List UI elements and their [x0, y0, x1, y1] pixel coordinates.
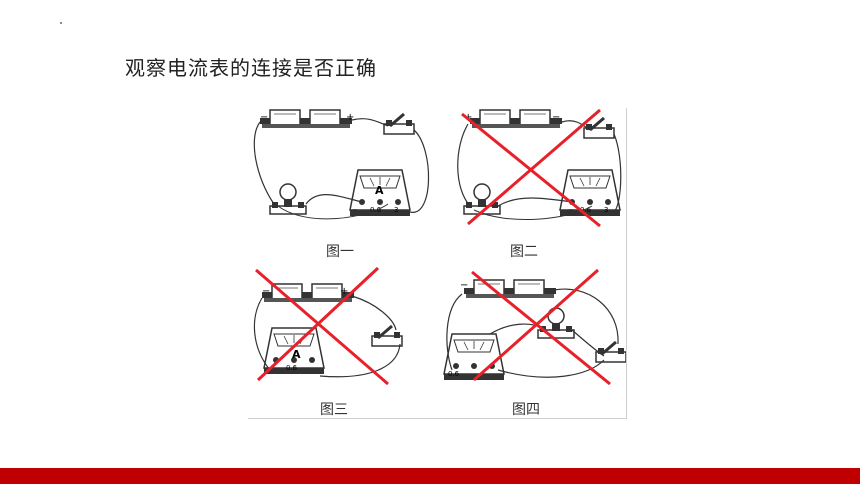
battery-2 — [469, 109, 563, 129]
terminal-minus-label: − — [352, 206, 358, 214]
bulb-4 — [537, 307, 575, 339]
cross-mark-4 — [471, 268, 611, 386]
battery-plus-label: + — [340, 286, 348, 297]
ammeter-letter: A — [292, 348, 301, 361]
accent-bar — [0, 468, 860, 484]
page-title: 观察电流表的连接是否正确 — [125, 56, 377, 80]
battery-minus-label: − — [262, 286, 270, 297]
switch-1 — [382, 112, 416, 136]
bulb-1 — [269, 183, 307, 215]
ammeter-letter: A — [375, 184, 384, 197]
caption-figure-2: 图二 — [510, 244, 538, 260]
terminal-3-label: 3 — [604, 206, 608, 214]
battery-4 — [463, 279, 557, 299]
battery-plus-label: + — [346, 112, 354, 123]
caption-figure-3: 图三 — [320, 402, 348, 418]
cross-mark-2 — [461, 108, 601, 228]
figure-1: − + A − 0.6 3 图一 — [253, 109, 430, 260]
terminal-06-label: 0.6 — [286, 364, 298, 372]
caption-figure-1: 图一 — [326, 244, 354, 260]
battery-1 — [259, 109, 353, 129]
figure-3: − + A 0.6 图三 — [253, 266, 404, 418]
decorative-dot — [60, 22, 62, 24]
bulb-2 — [463, 183, 501, 215]
switch-4 — [594, 340, 626, 364]
battery-minus-label: − — [260, 112, 268, 123]
switch-3 — [370, 324, 404, 348]
circuit-figure: − + A − 0.6 3 图一 + − − 0.6 3 图二 — [253, 108, 626, 418]
battery-minus-label: − — [460, 280, 468, 291]
figure-frame — [248, 108, 627, 419]
cross-mark-3 — [255, 266, 389, 386]
battery-minus-label: − — [552, 112, 560, 123]
terminal-minus-label: − — [568, 206, 574, 214]
figure-2: + − − 0.6 3 图二 — [457, 108, 622, 260]
caption-figure-4: 图四 — [512, 402, 540, 418]
figure-4: − 0.6 图四 — [443, 268, 626, 418]
terminal-06-label: 0.6 — [580, 206, 592, 214]
terminal-3-label: 3 — [394, 206, 398, 214]
terminal-06-label: 0.6 — [448, 370, 460, 378]
